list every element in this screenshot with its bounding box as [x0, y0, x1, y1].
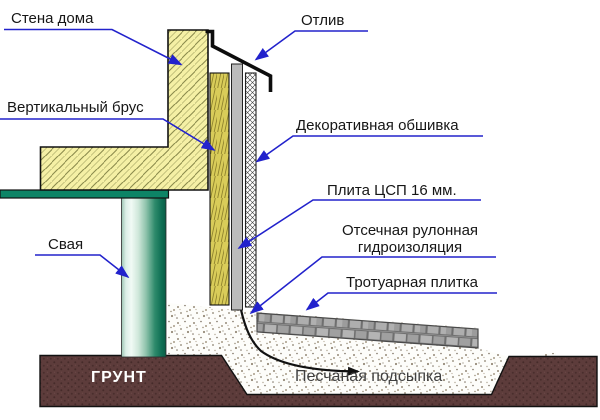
csp-board	[231, 63, 243, 311]
label-waterproofing-line1: Отсечная рулонная	[341, 222, 479, 239]
leader-wall	[4, 28, 183, 66]
drip-flashing	[205, 29, 273, 92]
label-waterproofing-line2: гидроизоляция	[357, 239, 463, 256]
ground-soil	[39, 354, 598, 408]
leader-pile	[35, 254, 130, 279]
paving-tiles	[256, 312, 479, 349]
leader-cladding	[255, 135, 483, 163]
leader-waterproofing	[249, 256, 496, 315]
label-paving: Тротуарная плитка	[346, 274, 479, 291]
decorative-cladding	[244, 72, 257, 308]
leader-paving	[305, 292, 497, 311]
label-wall: Стена дома	[11, 10, 94, 27]
label-pile: Свая	[48, 236, 84, 253]
label-waterproofing: Отсечная рулонная гидроизоляция	[322, 222, 498, 256]
label-drip: Отлив	[301, 12, 345, 29]
leader-vertical-beam	[0, 118, 216, 151]
vertical-beam	[209, 72, 230, 306]
leader-drip	[254, 30, 368, 61]
label-sand: Песчаная подсыпка	[295, 368, 443, 385]
floor-green-strip	[0, 189, 170, 199]
label-csp-board: Плита ЦСП 16 мм.	[327, 182, 457, 199]
label-ground: ГРУНТ	[91, 369, 147, 386]
leader-csp	[237, 199, 481, 249]
pile-column	[121, 197, 167, 358]
leader-lines	[0, 28, 497, 315]
waterproofing-membrane	[237, 299, 360, 376]
label-cladding: Декоративная обшивка	[296, 117, 459, 134]
label-vertical-beam: Вертикальный брус	[7, 99, 144, 116]
